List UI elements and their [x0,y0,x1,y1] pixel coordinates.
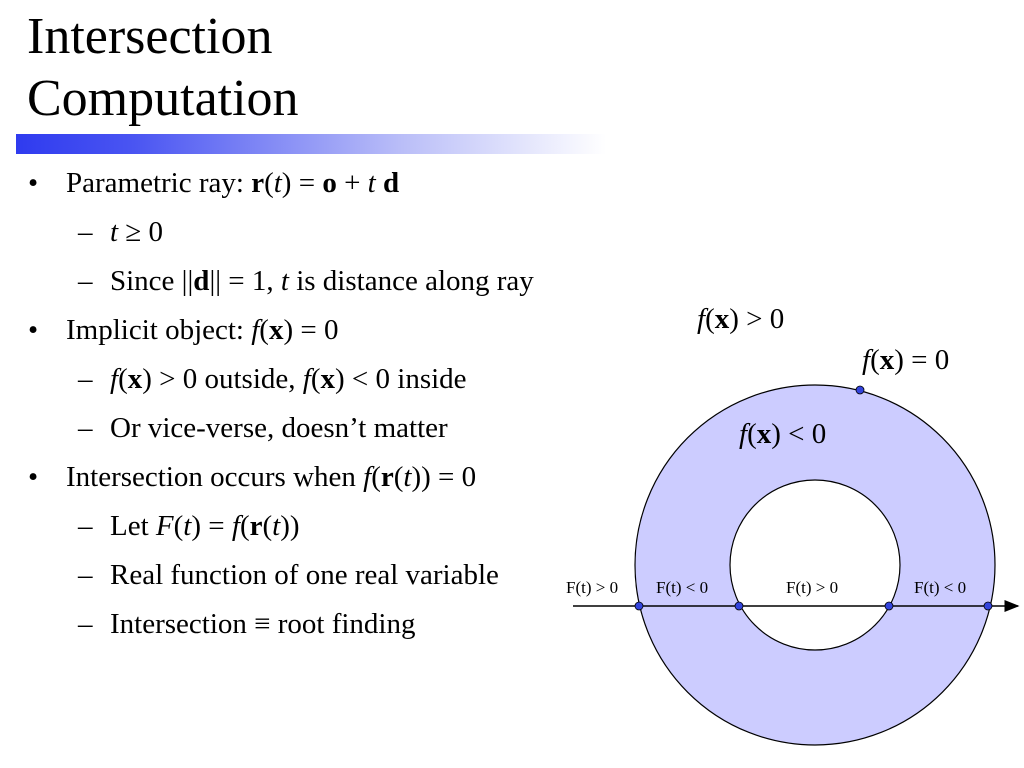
intersection-point-2 [734,601,744,611]
bullet-parametric-ray: • Parametric ray: r(t) = o + t d [28,167,400,199]
ray-label-2: F(t) < 0 [656,578,709,597]
inside-label: f(x) < 0 [739,418,827,450]
title-line-1: Intersection [27,8,273,65]
slide-title: Intersection Computation [27,6,299,130]
subbullet-t-nonnegative: – t ≥ 0 [78,216,163,248]
subbullet-let-F: – Let F(t) = f(r(t)) [78,510,300,542]
bullet-implicit-object: • Implicit object: f(x) = 0 [28,314,339,346]
ray-label-4: F(t) < 0 [914,578,967,597]
bullet-intersection-occurs: • Intersection occurs when f(r(t)) = 0 [28,461,477,493]
ray-label-1: F(t) > 0 [566,578,619,597]
bullet-marker: • [28,167,39,199]
dash-marker: – [78,216,93,248]
bullet-marker: • [28,314,39,346]
inner-circle [729,479,901,651]
title-line-2: Computation [27,70,299,127]
intersection-point-1 [634,601,644,611]
subbullet-t-distance: – Since ||d|| = 1, t is distance along r… [78,265,534,297]
dash-marker: – [78,559,93,591]
surface-point [855,385,865,395]
surface-label: f(x) = 0 [862,344,950,376]
subbullet-vice-versa: – Or vice-verse, doesn’t matter [78,412,448,444]
intersection-point-3 [884,601,894,611]
subbullet-root-finding: – Intersection ≡ root finding [78,608,416,640]
dash-marker: – [78,363,93,395]
bullet-marker: • [28,461,39,493]
bullet-list: • Parametric ray: r(t) = o + t d – t ≥ 0… [0,166,600,656]
dash-marker: – [78,412,93,444]
dash-marker: – [78,510,93,542]
intersection-point-4 [983,601,993,611]
dash-marker: – [78,608,93,640]
subbullet-real-function: – Real function of one real variable [78,559,499,591]
title-accent-bar [16,134,606,154]
dash-marker: – [78,265,93,297]
ray-label-3: F(t) > 0 [786,578,839,597]
outside-label: f(x) > 0 [697,303,785,335]
subbullet-outside-inside: – f(x) > 0 outside, f(x) < 0 inside [78,363,467,395]
